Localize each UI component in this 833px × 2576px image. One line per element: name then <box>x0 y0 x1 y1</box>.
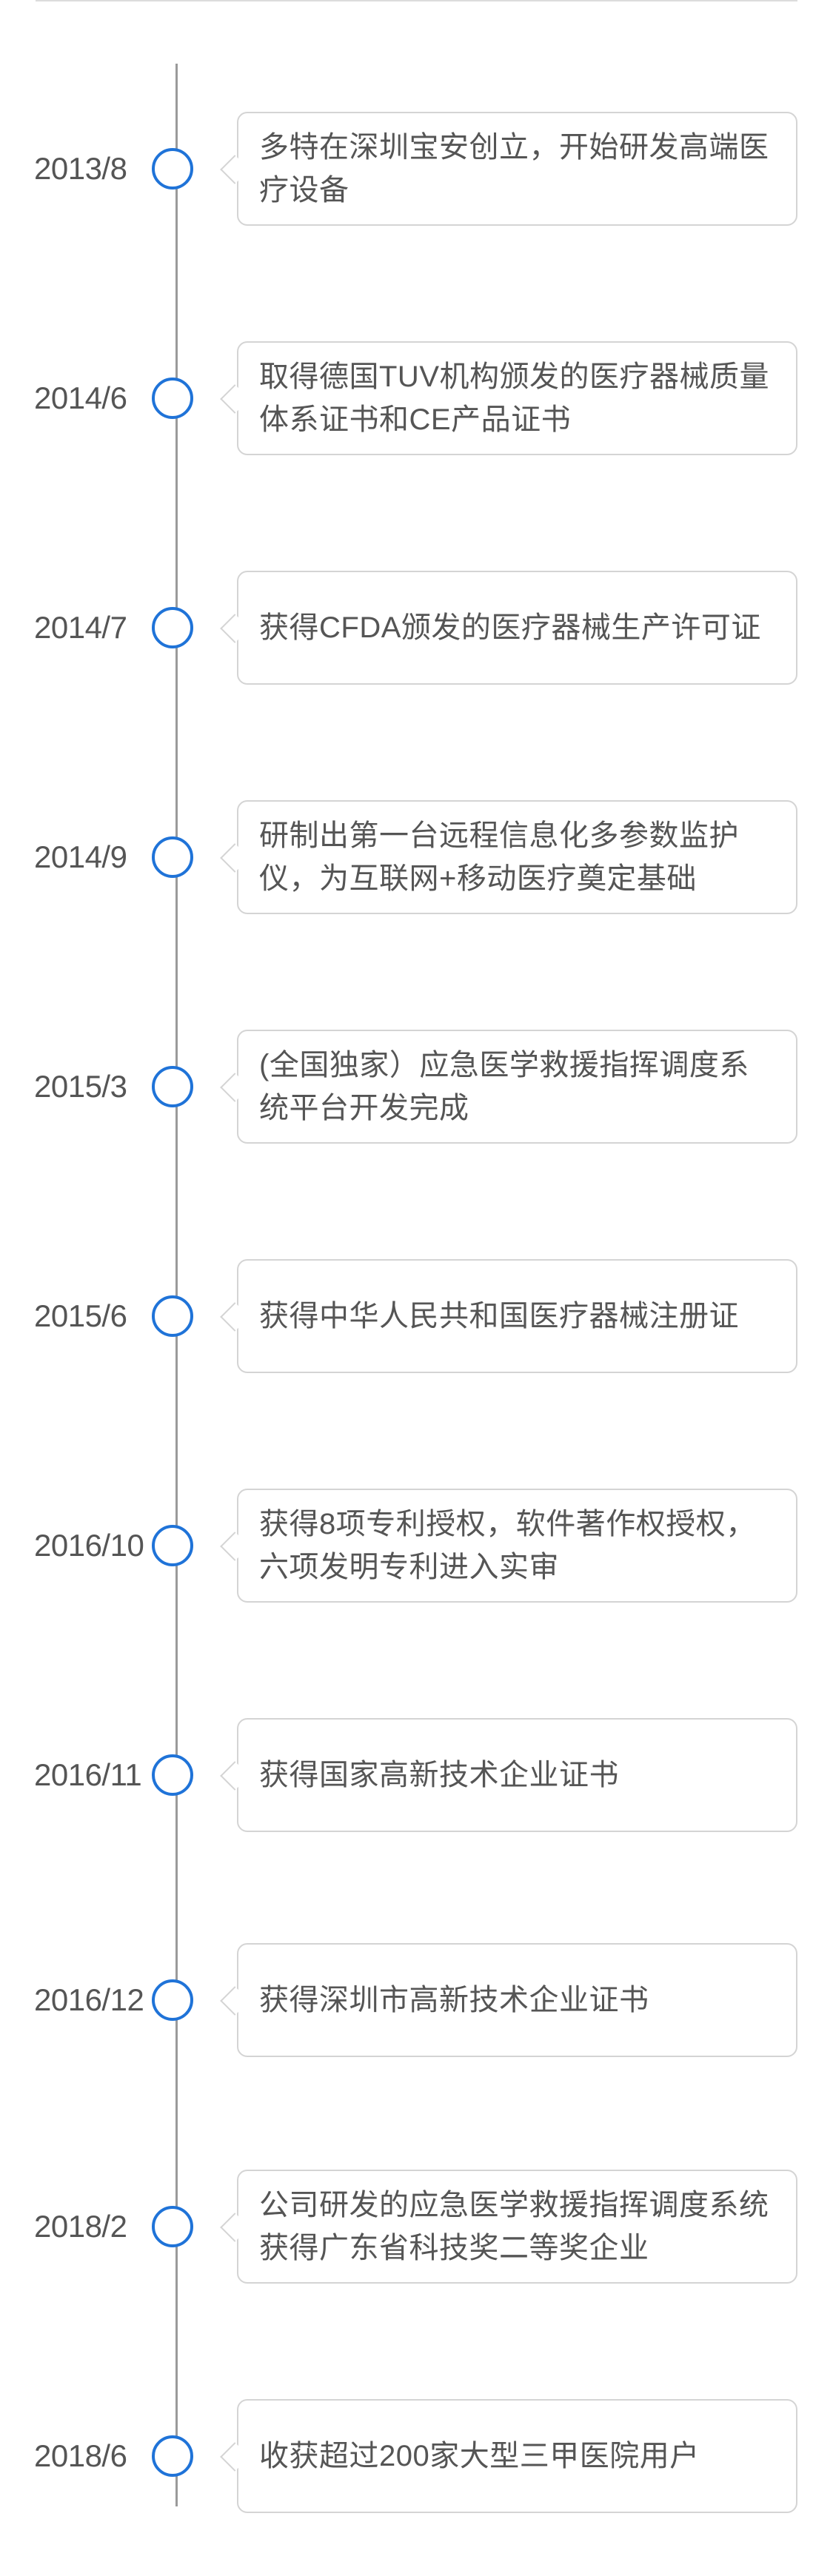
timeline-node-icon <box>152 2206 193 2247</box>
event-card: 获得8项专利授权，软件著作权授权，六项发明专利进入实审 <box>220 1489 797 1603</box>
event-date: 2016/10 <box>34 1528 144 1563</box>
event-description: 取得德国TUV机构颁发的医疗器械质量体系证书和CE产品证书 <box>259 360 769 436</box>
event-card: 收获超过200家大型三甲医院用户 <box>220 2399 797 2513</box>
event-date: 2018/6 <box>34 2438 127 2473</box>
timeline-event: 2016/11 获得国家高新技术企业证书 <box>0 1716 833 1834</box>
event-date: 2014/6 <box>34 380 127 415</box>
card-pointer-icon <box>220 1302 250 1332</box>
timeline-event: 2014/7 获得CFDA颁发的医疗器械生产许可证 <box>0 568 833 687</box>
event-description: 获得国家高新技术企业证书 <box>259 1759 619 1791</box>
card-pointer-icon <box>220 384 250 414</box>
card-pointer-icon <box>220 1073 250 1102</box>
card-pointer-icon <box>220 614 250 643</box>
timeline-event: 2015/3 (全国独家）应急医学救援指挥调度系统平台开发完成 <box>0 1027 833 1146</box>
event-date: 2016/11 <box>34 1757 142 1792</box>
card-pointer-icon <box>220 2442 250 2472</box>
timeline-node-icon <box>152 836 193 878</box>
event-card: 取得德国TUV机构颁发的医疗器械质量体系证书和CE产品证书 <box>220 341 797 455</box>
event-description: 研制出第一台远程信息化多参数监护仪，为互联网+移动医疗奠定基础 <box>259 819 739 895</box>
event-date: 2016/12 <box>34 1982 144 2017</box>
timeline-node-icon <box>152 378 193 419</box>
card-pointer-icon <box>220 843 250 873</box>
timeline-node-icon <box>152 1754 193 1796</box>
event-description: (全国独家）应急医学救援指挥调度系统平台开发完成 <box>259 1049 749 1124</box>
event-date: 2013/8 <box>34 151 127 186</box>
event-date: 2015/6 <box>34 1298 127 1333</box>
event-description: 多特在深圳宝安创立，开始研发高端医疗设备 <box>259 131 769 207</box>
event-card: 研制出第一台远程信息化多参数监护仪，为互联网+移动医疗奠定基础 <box>220 800 797 914</box>
event-date: 2018/2 <box>34 2209 127 2244</box>
event-date: 2014/7 <box>34 610 127 645</box>
timeline-event: 2014/9 研制出第一台远程信息化多参数监护仪，为互联网+移动医疗奠定基础 <box>0 798 833 916</box>
event-description: 公司研发的应急医学救援指挥调度系统获得广东省科技奖二等奖企业 <box>259 2189 769 2264</box>
event-card: 多特在深圳宝安创立，开始研发高端医疗设备 <box>220 112 797 226</box>
event-card: 获得深圳市高新技术企业证书 <box>220 1943 797 2057</box>
timeline-node-icon <box>152 1295 193 1337</box>
event-card: 公司研发的应急医学救援指挥调度系统获得广东省科技奖二等奖企业 <box>220 2170 797 2284</box>
event-card: (全国独家）应急医学救援指挥调度系统平台开发完成 <box>220 1030 797 1144</box>
card-pointer-icon <box>220 2213 250 2242</box>
timeline-event: 2018/2 公司研发的应急医学救援指挥调度系统获得广东省科技奖二等奖企业 <box>0 2167 833 2286</box>
timeline-node-icon <box>152 607 193 648</box>
timeline-event: 2016/10 获得8项专利授权，软件著作权授权，六项发明专利进入实审 <box>0 1486 833 1605</box>
timeline-node-icon <box>152 148 193 189</box>
card-pointer-icon <box>220 1986 250 2016</box>
event-card: 获得中华人民共和国医疗器械注册证 <box>220 1259 797 1373</box>
event-card: 获得国家高新技术企业证书 <box>220 1718 797 1832</box>
event-description: 获得8项专利授权，软件著作权授权，六项发明专利进入实审 <box>259 1508 756 1583</box>
timeline-event: 2015/6 获得中华人民共和国医疗器械注册证 <box>0 1257 833 1375</box>
timeline-node-icon <box>152 1066 193 1107</box>
event-card: 获得CFDA颁发的医疗器械生产许可证 <box>220 571 797 685</box>
event-date: 2015/3 <box>34 1069 127 1104</box>
timeline-event: 2014/6 取得德国TUV机构颁发的医疗器械质量体系证书和CE产品证书 <box>0 339 833 457</box>
top-divider <box>36 0 797 1</box>
card-pointer-icon <box>220 155 250 184</box>
event-description: 获得CFDA颁发的医疗器械生产许可证 <box>259 611 761 644</box>
card-pointer-icon <box>220 1761 250 1791</box>
timeline-event: 2013/8 多特在深圳宝安创立，开始研发高端医疗设备 <box>0 110 833 228</box>
timeline-node-icon <box>152 1979 193 2021</box>
event-description: 获得深圳市高新技术企业证书 <box>259 1984 649 2016</box>
event-description: 收获超过200家大型三甲医院用户 <box>259 2440 700 2472</box>
timeline-node-icon <box>152 2435 193 2477</box>
event-description: 获得中华人民共和国医疗器械注册证 <box>259 1300 739 1332</box>
timeline-node-icon <box>152 1525 193 1566</box>
timeline-event: 2016/12 获得深圳市高新技术企业证书 <box>0 1941 833 2059</box>
event-date: 2014/9 <box>34 839 127 874</box>
card-pointer-icon <box>220 1532 250 1561</box>
timeline-line <box>175 64 178 2506</box>
timeline-event: 2018/6 收获超过200家大型三甲医院用户 <box>0 2397 833 2515</box>
